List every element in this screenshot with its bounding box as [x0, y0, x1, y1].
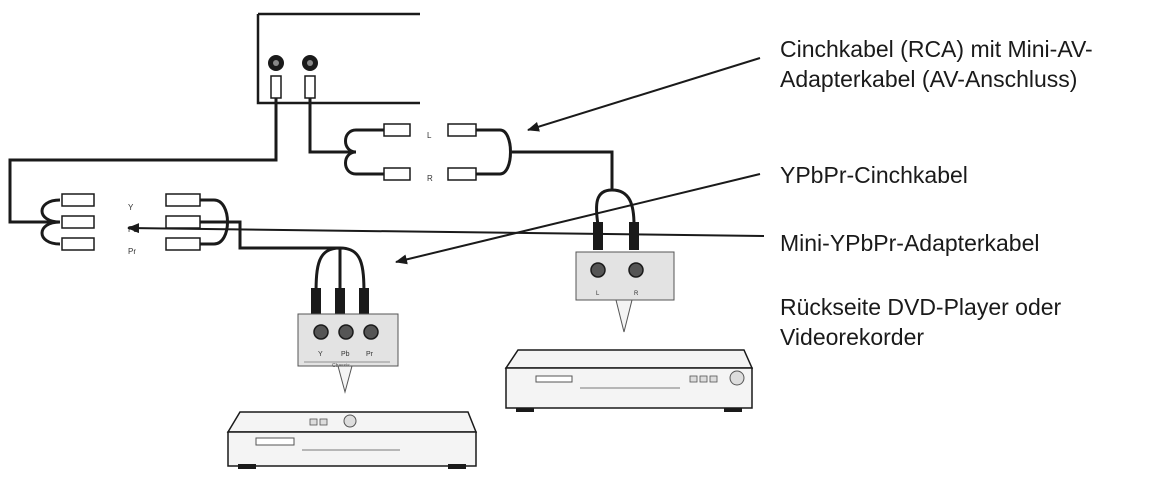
- callout-player-back-line-1: Rückseite DVD-Player oder: [780, 294, 1062, 320]
- panel-pr-label: Pr: [366, 351, 374, 358]
- audio-jack-panel: L R: [575, 251, 675, 333]
- audio-cable-line: [512, 150, 636, 226]
- rca-plug-icon: [165, 193, 201, 207]
- panel-audio-l-label: L: [596, 291, 600, 297]
- arrow-rca-cable: [527, 57, 761, 132]
- dvd-player-left-icon: [226, 411, 478, 469]
- component-jack-panel: Y Pb Pr Chassis: [297, 313, 399, 394]
- rca-plug-icon: [447, 123, 477, 137]
- rca-plug-icon: [165, 237, 201, 251]
- ypbpr-plugs: [311, 288, 369, 314]
- callout-rca-cable-line-1: Cinchkabel (RCA) mit Mini-AV-: [780, 36, 1093, 62]
- audio-plugs: [593, 222, 639, 250]
- audio-rca-adapter: L R: [344, 123, 512, 183]
- callout-rca-cable-line-2: Adapterkabel (AV-Anschluss): [780, 66, 1078, 92]
- arrow-mini-ypbpr: [127, 223, 765, 237]
- callout-player-back-line-2: Videorekorder: [780, 324, 925, 350]
- ypbpr-rca-adapter: Y Pb Pr: [40, 193, 229, 256]
- ypbpr-cable-line: [226, 220, 366, 296]
- panel-pb-label: Pb: [341, 351, 350, 358]
- callout-mini-ypbpr: Mini-YPbPr-Adapterkabel: [780, 228, 1040, 258]
- audio-r-label: R: [427, 174, 433, 183]
- panel-y-label: Y: [318, 351, 323, 358]
- panel-audio-r-label: R: [634, 291, 639, 297]
- callout-ypbpr-cable-text: YPbPr-Cinchkabel: [780, 162, 968, 188]
- mini-ypbpr-cable-line: [8, 98, 278, 224]
- callout-arrows: [127, 57, 765, 265]
- tv-rear-panel: [256, 12, 420, 105]
- ypbpr-y-label: Y: [128, 203, 134, 212]
- callout-player-back: Rückseite DVD-Player oder Videorekorder: [780, 292, 1061, 352]
- callout-ypbpr-cable: YPbPr-Cinchkabel: [780, 160, 968, 190]
- dvd-player-right-icon: [504, 349, 754, 412]
- rca-plug-icon: [447, 167, 477, 181]
- rca-plug-icon: [165, 215, 201, 229]
- ypbpr-pb-label: Pb: [128, 225, 138, 234]
- rca-plug-icon: [383, 167, 411, 181]
- ypbpr-pr-label: Pr: [128, 247, 136, 256]
- callout-mini-ypbpr-text: Mini-YPbPr-Adapterkabel: [780, 230, 1040, 256]
- rca-plug-icon: [61, 215, 95, 229]
- rca-plug-icon: [383, 123, 411, 137]
- audio-l-label: L: [427, 131, 432, 140]
- callout-rca-cable: Cinchkabel (RCA) mit Mini-AV- Adapterkab…: [780, 34, 1093, 94]
- mini-plugs: [270, 75, 316, 99]
- rca-plug-icon: [61, 193, 95, 207]
- arrow-ypbpr-cable: [395, 173, 761, 265]
- rca-plug-icon: [61, 237, 95, 251]
- mini-av-cable-line: [308, 98, 356, 154]
